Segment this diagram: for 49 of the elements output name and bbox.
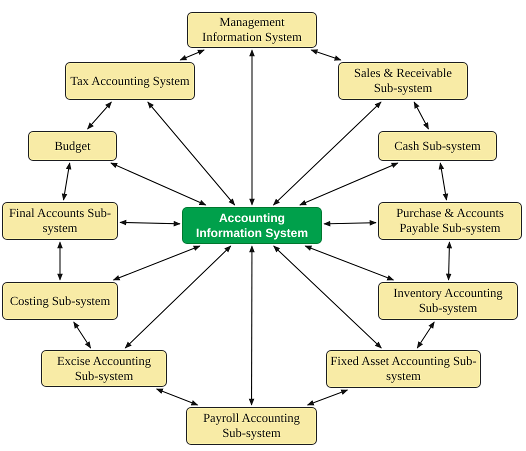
arrow: [272, 102, 382, 206]
node-label: Management Information System: [201, 15, 303, 45]
arrow: [110, 162, 206, 206]
arrow: [249, 49, 255, 206]
arrow: [156, 388, 198, 406]
subsystem-box: [186, 407, 317, 445]
node-label: Costing Sub-system: [10, 294, 110, 308]
arrow: [414, 101, 429, 130]
arrow: [62, 162, 72, 201]
subsystem-box: [378, 202, 522, 240]
arrow: [248, 245, 255, 406]
node-label: Cash Sub-system: [394, 138, 481, 154]
arrow: [87, 101, 112, 130]
arrow: [57, 241, 63, 281]
node-label: Inventory Accounting Sub-system: [392, 286, 504, 316]
arrow: [273, 246, 382, 348]
subsystem-box: [378, 131, 497, 161]
arrow: [438, 162, 448, 201]
arrow: [112, 245, 201, 281]
arrow: [124, 246, 232, 348]
subsystem-box: [28, 131, 117, 161]
subsystem-box: [65, 62, 195, 100]
arrow: [299, 162, 398, 206]
node-label: Tax Accounting System: [70, 74, 190, 88]
subsystem-box: [187, 12, 317, 48]
node-label: Excise Accounting Sub-system: [56, 354, 152, 384]
node-label: Budget: [54, 138, 91, 154]
arrow: [180, 50, 205, 60]
subsystem-box: [41, 350, 167, 387]
arrow: [310, 49, 342, 61]
subsystem-box: [338, 62, 468, 100]
arrow: [323, 220, 377, 227]
node-label: Purchase & Accounts Payable Sub-system: [395, 206, 505, 236]
arrow: [73, 321, 92, 349]
subsystem-box: [378, 282, 518, 320]
central-system-box: [182, 207, 322, 244]
node-label: Fixed Asset Accounting Sub-system: [330, 354, 477, 384]
subsystem-box: [2, 282, 118, 320]
node-label: Payroll Accounting Sub-system: [202, 411, 301, 441]
node-label: Sales & Receivable Sub-system: [353, 66, 453, 96]
arrow: [416, 321, 435, 349]
arrow: [446, 241, 452, 281]
node-label: Accounting Information System: [194, 211, 310, 240]
arrow: [147, 101, 236, 206]
node-label: Final Accounts Sub-system: [8, 206, 112, 236]
subsystem-box: [2, 202, 118, 240]
arrow: [306, 389, 348, 406]
arrow: [304, 245, 394, 281]
arrow: [119, 220, 181, 226]
